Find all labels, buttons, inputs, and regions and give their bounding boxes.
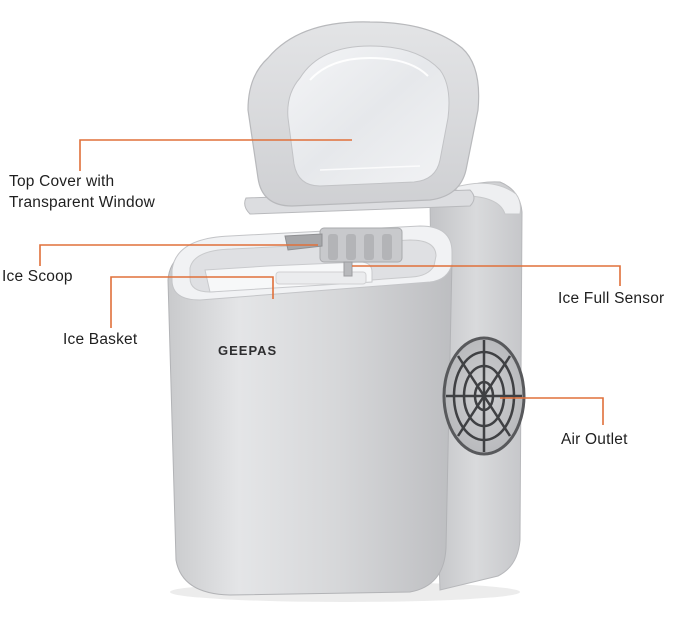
transparent-window xyxy=(287,45,450,187)
label-ice-full-sensor: Ice Full Sensor xyxy=(558,290,665,307)
callout-line-air-outlet xyxy=(500,397,604,425)
callout-lines xyxy=(39,139,621,425)
callout-line-ice-full-sensor xyxy=(352,265,621,286)
sensor-shape xyxy=(343,261,353,277)
callout-line-top-cover xyxy=(79,139,352,171)
label-ice-scoop: Ice Scoop xyxy=(2,268,73,285)
label-air-outlet: Air Outlet xyxy=(561,431,628,448)
label-top-cover: Top Cover with Transparent Window xyxy=(9,171,155,213)
air-outlet-fan xyxy=(442,336,526,456)
callout-line-ice-scoop xyxy=(39,244,318,266)
brand-logo: GEEPAS xyxy=(218,343,277,358)
label-top-cover-line1: Top Cover with xyxy=(9,173,115,190)
label-top-cover-line2: Transparent Window xyxy=(9,194,156,211)
callout-line-ice-basket xyxy=(110,276,274,328)
label-ice-basket: Ice Basket xyxy=(63,331,138,348)
